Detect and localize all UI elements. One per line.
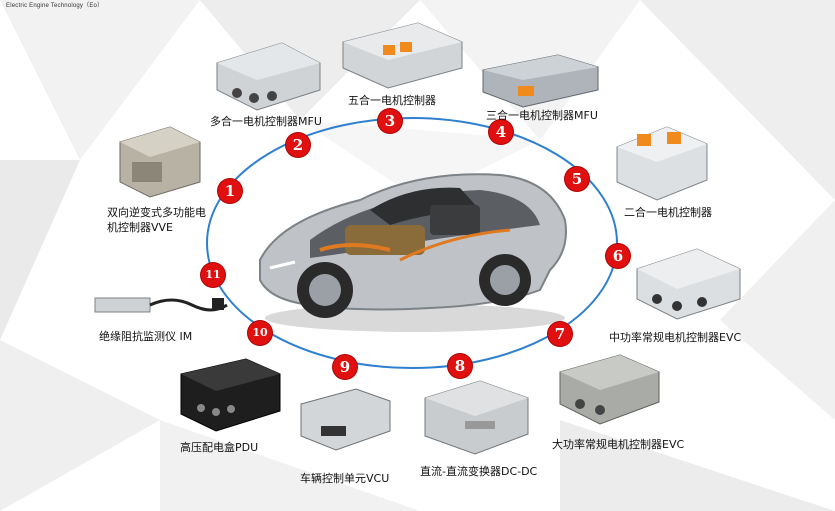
badge-11: 11: [201, 263, 225, 287]
badge-7: 7: [548, 322, 572, 346]
label-medium-evc: 中功率常规电机控制器EVC: [609, 331, 742, 344]
medium-evc-controller-image: [636, 248, 741, 320]
vve-controller-image: [119, 126, 201, 198]
five-in-one-controller-image: [342, 22, 463, 89]
badge-5: 5: [565, 167, 589, 191]
pdu-box-image: [180, 358, 281, 432]
two-in-one-controller-image: [616, 126, 708, 201]
label-insulation-monitor: 绝缘阻抗监测仪 IM: [99, 330, 193, 343]
label-dcdc: 直流-直流变换器DC-DC: [420, 465, 538, 478]
badge-9: 9: [333, 355, 357, 379]
mfu-multi-controller-image: [216, 42, 321, 111]
badge-4: 4: [489, 120, 513, 144]
label-three-in-one: 三合一电机控制器MFU: [486, 109, 598, 122]
dcdc-converter-image: [424, 380, 529, 455]
badge-10: 10: [248, 321, 272, 345]
insulation-monitor-image: [94, 297, 228, 313]
three-in-one-controller-image: [482, 54, 599, 108]
vcu-unit-image: [300, 388, 391, 451]
label-pdu: 高压配电盒PDU: [180, 441, 259, 454]
high-evc-controller-image: [559, 354, 660, 425]
badge-1: 1: [218, 179, 242, 203]
badge-2: 2: [286, 133, 310, 157]
label-mfu-multi: 多合一电机控制器MFU: [210, 115, 322, 128]
badge-8: 8: [448, 354, 472, 378]
badge-6: 6: [606, 244, 630, 268]
label-vve-line1: 双向逆变式多功能电: [107, 206, 206, 219]
company-header: Electric Engine Technology（Eo）: [6, 3, 104, 9]
label-vve-line2: 机控制器VVE: [107, 221, 173, 234]
label-two-in-one: 二合一电机控制器: [624, 206, 712, 219]
label-five-in-one: 五合一电机控制器: [348, 94, 436, 107]
badge-3: 3: [378, 109, 402, 133]
label-high-evc: 大功率常规电机控制器EVC: [552, 438, 685, 451]
electric-car-image: [259, 173, 567, 332]
label-vcu: 车辆控制单元VCU: [300, 472, 390, 485]
